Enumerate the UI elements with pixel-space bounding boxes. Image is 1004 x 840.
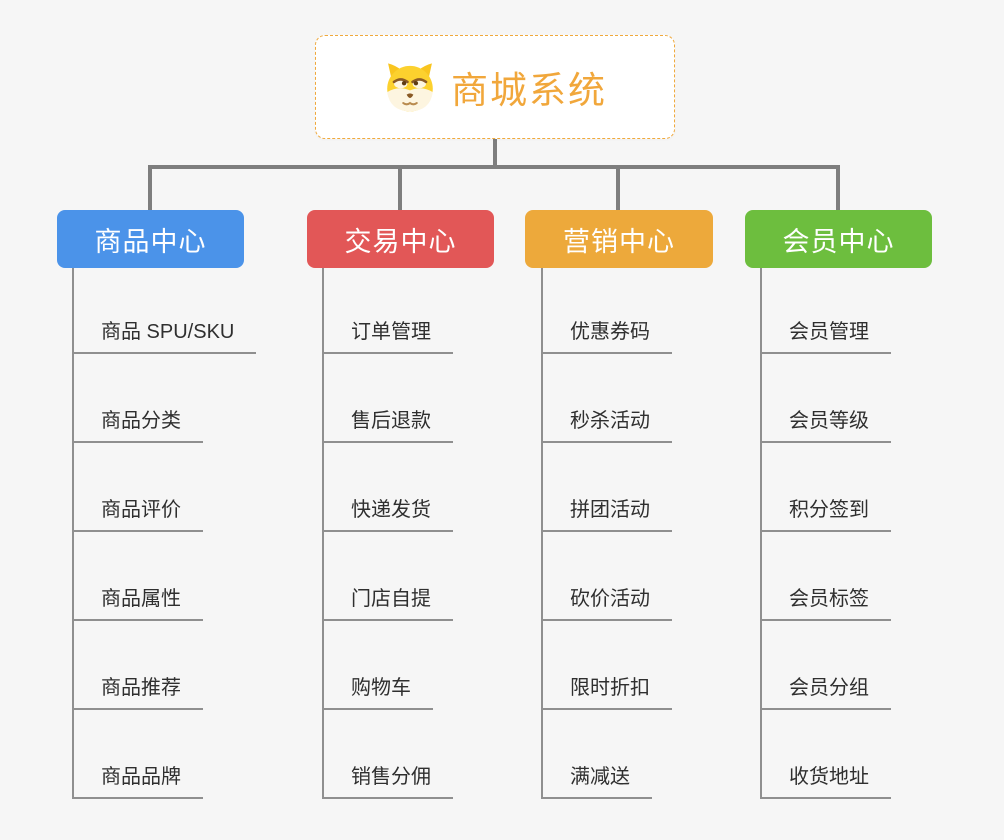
node-item[interactable]: 优惠券码: [543, 268, 672, 354]
node-item-label: 积分签到: [762, 493, 891, 532]
node-item[interactable]: 快递发货: [324, 443, 453, 532]
node-item-label: 拼团活动: [543, 493, 672, 532]
node-item-label: 快递发货: [324, 493, 453, 532]
node-item[interactable]: 购物车: [324, 621, 453, 710]
node-item-label: 商品评价: [74, 493, 203, 532]
node-item-label: 优惠券码: [543, 315, 672, 354]
node-item-label: 秒杀活动: [543, 404, 672, 443]
branch-items-trade: 订单管理 售后退款 快递发货 门店自提 购物车 销售分佣: [322, 268, 453, 799]
node-item[interactable]: 商品推荐: [74, 621, 256, 710]
branch-header-product[interactable]: 商品中心: [57, 210, 244, 268]
node-item-label: 购物车: [324, 671, 433, 710]
branch-header-member[interactable]: 会员中心: [745, 210, 932, 268]
node-item-label: 商品分类: [74, 404, 203, 443]
node-item-label: 商品属性: [74, 582, 203, 621]
node-item-label: 会员标签: [762, 582, 891, 621]
node-item-label: 满减送: [543, 760, 652, 799]
node-item[interactable]: 商品品牌: [74, 710, 256, 799]
node-item[interactable]: 会员分组: [762, 621, 891, 710]
node-item[interactable]: 商品属性: [74, 532, 256, 621]
branch-header-trade[interactable]: 交易中心: [307, 210, 494, 268]
node-item[interactable]: 商品分类: [74, 354, 256, 443]
node-item-label: 售后退款: [324, 404, 453, 443]
node-item[interactable]: 订单管理: [324, 268, 453, 354]
node-item-label: 会员管理: [762, 315, 891, 354]
branch-items-marketing: 优惠券码 秒杀活动 拼团活动 砍价活动 限时折扣 满减送: [541, 268, 672, 799]
node-item[interactable]: 收货地址: [762, 710, 891, 799]
node-item[interactable]: 限时折扣: [543, 621, 672, 710]
node-item-label: 商品 SPU/SKU: [74, 315, 257, 354]
node-item-label: 商品品牌: [74, 760, 203, 799]
node-item[interactable]: 商品评价: [74, 443, 256, 532]
branch-items-member: 会员管理 会员等级 积分签到 会员标签 会员分组 收货地址: [760, 268, 891, 799]
node-item[interactable]: 会员等级: [762, 354, 891, 443]
node-item[interactable]: 售后退款: [324, 354, 453, 443]
branch-header-marketing[interactable]: 营销中心: [525, 210, 713, 268]
node-item[interactable]: 拼团活动: [543, 443, 672, 532]
node-item-label: 商品推荐: [74, 671, 203, 710]
node-item[interactable]: 会员管理: [762, 268, 891, 354]
node-item[interactable]: 会员标签: [762, 532, 891, 621]
node-item-label: 会员分组: [762, 671, 891, 710]
node-item-label: 订单管理: [324, 315, 453, 354]
branch-items-product: 商品 SPU/SKU 商品分类 商品评价 商品属性 商品推荐 商品品牌: [72, 268, 257, 799]
node-item-label: 门店自提: [324, 582, 453, 621]
node-item[interactable]: 商品 SPU/SKU: [74, 268, 257, 354]
root-node[interactable]: 商城系统: [315, 35, 675, 139]
node-item[interactable]: 砍价活动: [543, 532, 672, 621]
root-title: 商城系统: [451, 70, 607, 111]
node-item-label: 销售分佣: [324, 760, 453, 799]
node-item[interactable]: 积分签到: [762, 443, 891, 532]
node-item[interactable]: 满减送: [543, 710, 672, 799]
node-item-label: 收货地址: [762, 760, 891, 799]
doge-icon: [383, 60, 437, 114]
node-item[interactable]: 门店自提: [324, 532, 453, 621]
node-item-label: 限时折扣: [543, 671, 672, 710]
node-item[interactable]: 销售分佣: [324, 710, 453, 799]
node-item[interactable]: 秒杀活动: [543, 354, 672, 443]
node-item-label: 砍价活动: [543, 582, 672, 621]
node-item-label: 会员等级: [762, 404, 891, 443]
